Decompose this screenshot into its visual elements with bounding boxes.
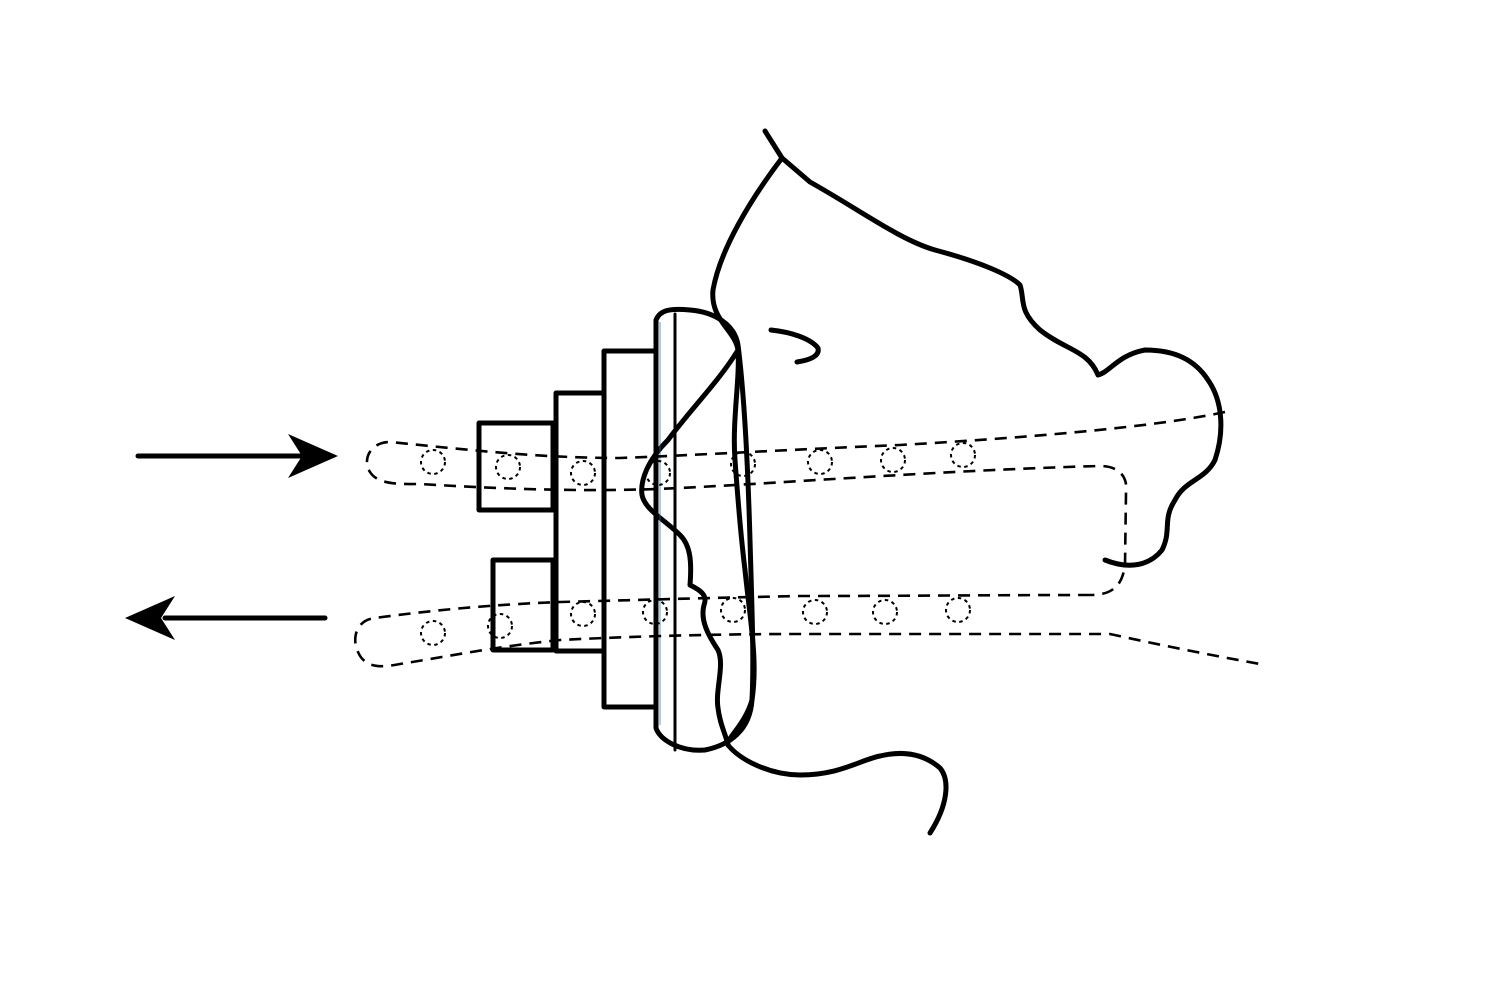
side-hole	[880, 447, 906, 473]
large-plate	[601, 348, 659, 710]
side-hole	[730, 451, 756, 477]
side-hole	[720, 597, 746, 623]
plate-stack	[476, 306, 756, 753]
side-hole	[495, 454, 521, 480]
middle-plate	[553, 390, 607, 654]
side-hole	[570, 460, 596, 486]
side-hole	[802, 599, 828, 625]
side-hole	[872, 599, 898, 625]
side-hole	[950, 442, 976, 468]
outflow-arrow	[125, 596, 328, 640]
side-hole	[642, 599, 668, 625]
side-hole	[420, 620, 446, 646]
catheter-side-holes	[420, 442, 976, 646]
side-hole	[945, 597, 971, 623]
side-hole	[570, 601, 596, 627]
anatomical-outline	[639, 128, 1224, 836]
upper-catheter-dashed	[365, 410, 1226, 597]
small-plate-upper	[476, 420, 556, 513]
small-plate-lower	[490, 557, 556, 653]
inflow-arrow	[135, 434, 338, 478]
side-hole	[645, 460, 671, 486]
curved-plate	[653, 306, 756, 753]
side-hole	[487, 613, 513, 639]
lower-catheter-dashed	[354, 593, 1261, 668]
side-hole	[420, 449, 446, 475]
side-hole	[807, 449, 833, 475]
